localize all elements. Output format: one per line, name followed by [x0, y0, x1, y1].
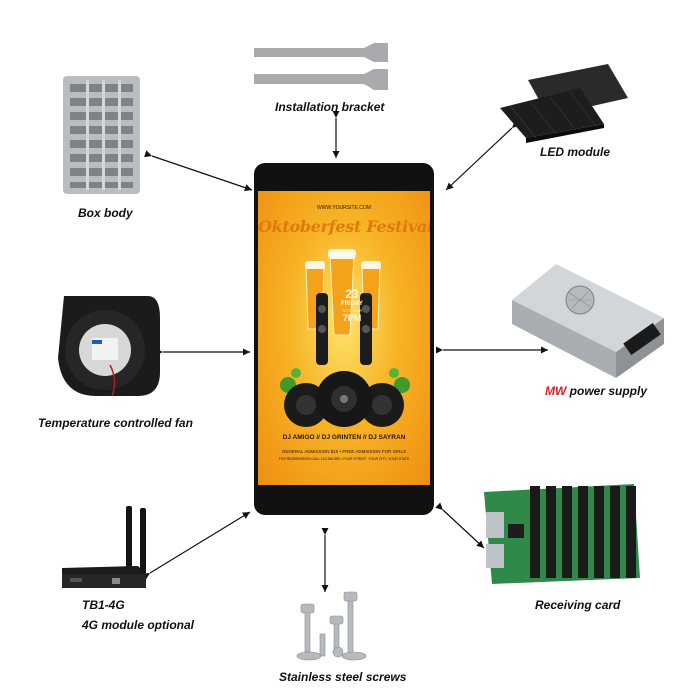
label-box-body: Box body — [78, 206, 133, 220]
poster-djs: DJ AMIGO // DJ GRINTEN // DJ SAYRAN — [282, 434, 406, 441]
label-fan: Temperature controlled fan — [38, 416, 193, 430]
poster-day-number: 23 — [345, 287, 359, 301]
arrow-receiving-card — [435, 502, 485, 549]
label-receiving-card: Receiving card — [535, 598, 621, 612]
poster-time: 7PM — [342, 313, 362, 323]
poster-day-name: FRIDAY — [341, 301, 363, 307]
label-power-supply: MW power supply — [545, 384, 647, 398]
label-controller-model: TB1-4G — [82, 598, 125, 612]
label-power-supply-brand: MW — [545, 384, 567, 398]
label-power-supply-text: power supply — [566, 384, 648, 398]
arrow-led-module — [445, 120, 520, 191]
poster-reservation: FOR RESERVATION CALL 123 456 890 • YOUR … — [278, 457, 410, 461]
poster-admission: GENERAL ADMISSION $10 • FREE ADMISSION F… — [281, 449, 407, 454]
label-led-module: LED module — [540, 145, 611, 159]
label-bracket: Installation bracket — [275, 100, 385, 114]
arrow-controller — [141, 511, 251, 580]
poster-title: Oktoberfest Festival — [258, 217, 430, 236]
label-controller-desc: 4G module optional — [82, 618, 195, 632]
arrow-box-body — [144, 150, 253, 192]
poster-screen: WWW.YOURSITE.COM Oktoberfest Festival — [258, 191, 430, 485]
display-cabinet-image: WWW.YOURSITE.COM Oktoberfest Festival — [254, 163, 434, 515]
poster-month: OCTOBER — [342, 308, 362, 313]
poster-artwork — [280, 249, 410, 427]
poster-website: WWW.YOURSITE.COM — [317, 205, 371, 211]
label-screws: Stainless steel screws — [279, 670, 407, 684]
